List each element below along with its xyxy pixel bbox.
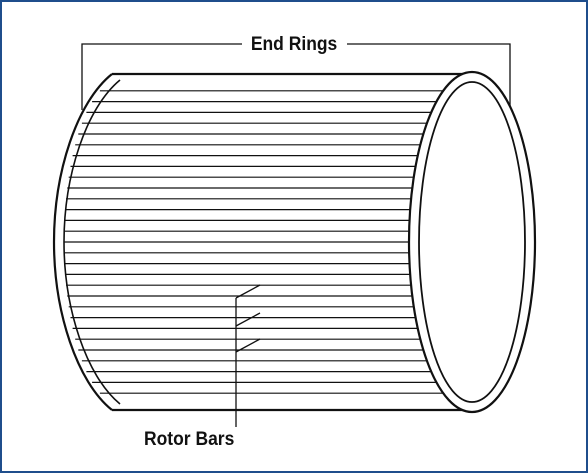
end-rings-callout <box>81 43 511 112</box>
rotor-cage <box>52 72 472 412</box>
end-rings-right-leader <box>347 43 511 112</box>
end-rings-left-leader <box>81 43 242 110</box>
end-rings-label: End Rings <box>249 34 340 55</box>
right-end-ring <box>407 70 537 414</box>
right-end-ring-inner <box>418 81 526 403</box>
rotor-bars-leader-1 <box>235 284 261 299</box>
left-end-ring-outer <box>52 73 113 411</box>
rotor-bars-leader-3 <box>235 338 261 353</box>
rotor-bars-callout <box>235 284 261 427</box>
rotor-bars-label: Rotor Bars <box>144 429 235 450</box>
rotor-bars-group <box>64 90 470 394</box>
rotor-bars-leader-2 <box>235 312 261 327</box>
